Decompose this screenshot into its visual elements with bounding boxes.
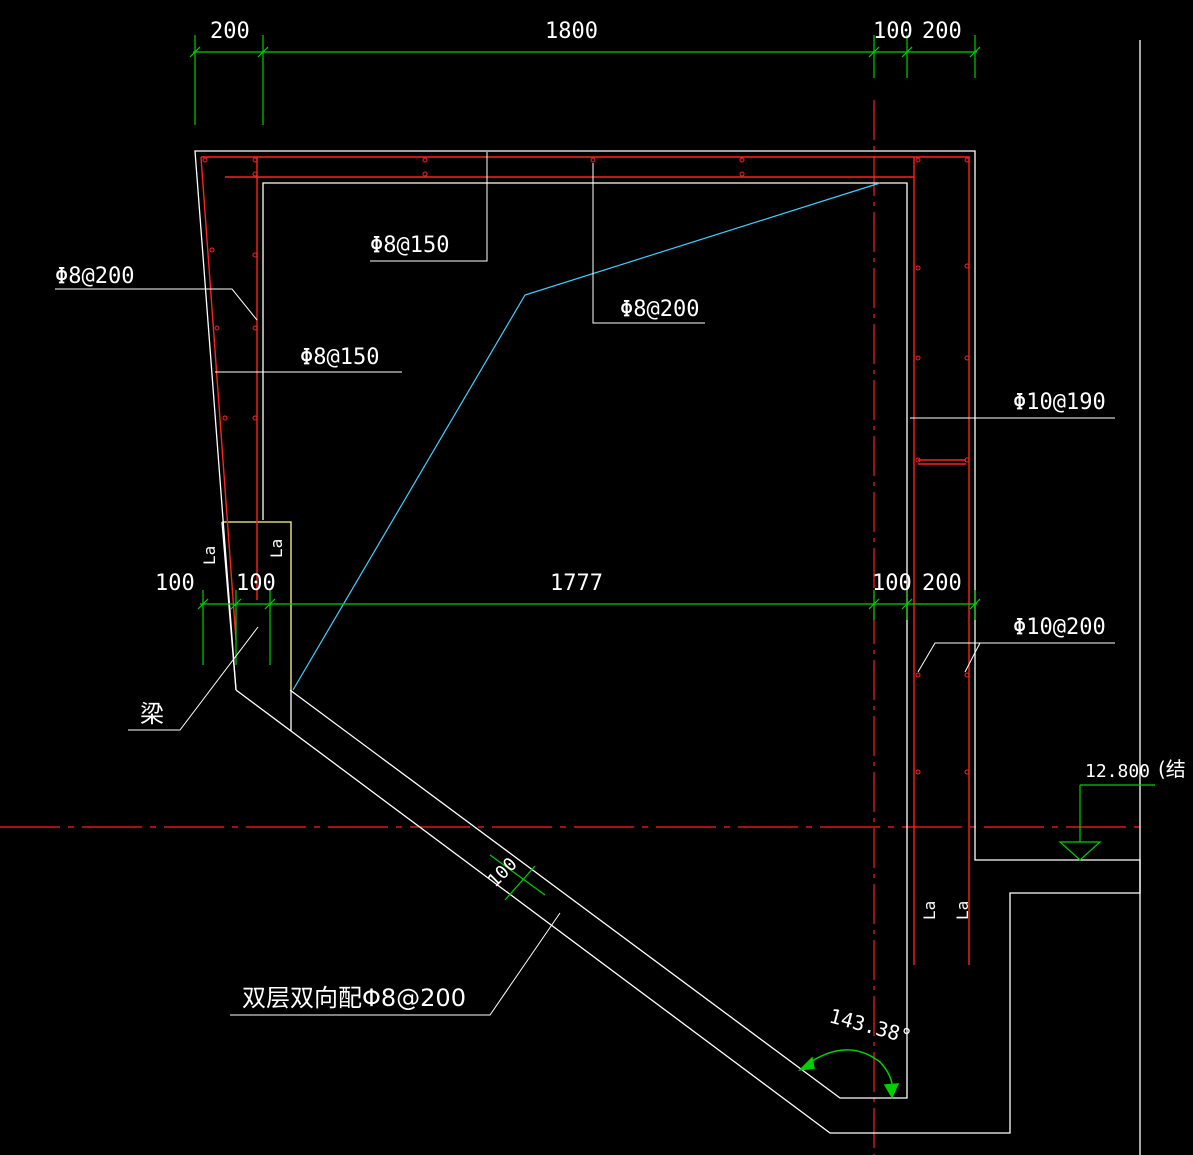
leader-lines	[55, 152, 1115, 1016]
elevation-marker	[1058, 784, 1155, 861]
slope-line	[292, 182, 881, 691]
anchor-label-right-b: La	[953, 901, 972, 920]
mid-dim-200-right: 200	[922, 571, 962, 596]
anchor-label-left-a: La	[200, 546, 219, 565]
beam-left-edge	[221, 521, 237, 691]
mid-dimension-lines	[197, 590, 981, 665]
mid-dim-100-beam: 100	[236, 571, 276, 596]
angle-arc	[797, 1049, 900, 1099]
label-right-upper-rebar: Φ10@190	[1013, 390, 1106, 415]
label-left-outer-rebar: Φ8@200	[55, 264, 134, 289]
angle-label: 143.38°	[827, 1004, 915, 1049]
label-top-inner-rebar: Φ8@200	[620, 297, 699, 322]
rebars	[200, 156, 970, 965]
rebar-dots	[202, 157, 970, 775]
label-right-lower-rebar: Φ10@200	[1013, 615, 1106, 640]
label-slab-rebar: 双层双向配Φ8@200	[242, 984, 466, 1012]
mid-dim-100-right: 100	[872, 571, 912, 596]
top-dim-100: 100	[873, 19, 913, 44]
anchor-label-right-a: La	[920, 901, 939, 920]
slab-thickness-dim	[489, 854, 546, 901]
top-dim-200-left: 200	[210, 19, 250, 44]
mid-dim-1777: 1777	[550, 571, 603, 596]
top-dimension-lines	[189, 35, 981, 125]
top-dim-200-right: 200	[922, 19, 962, 44]
inner-outline	[262, 182, 908, 1099]
mid-dim-100-left: 100	[155, 571, 195, 596]
top-dim-1800: 1800	[545, 19, 598, 44]
label-beam: 梁	[140, 700, 164, 728]
rebar-left-outer	[200, 156, 237, 641]
axis-lines	[0, 100, 1140, 1155]
anchor-label-left-b: La	[267, 539, 286, 558]
label-top-outer-rebar: Φ8@150	[370, 233, 449, 258]
label-left-inner-rebar: Φ8@150	[300, 345, 379, 370]
elevation-value: 12.800	[1085, 761, 1150, 782]
elevation-note: (结	[1158, 757, 1186, 781]
slab-thickness-label: 100	[484, 854, 522, 892]
